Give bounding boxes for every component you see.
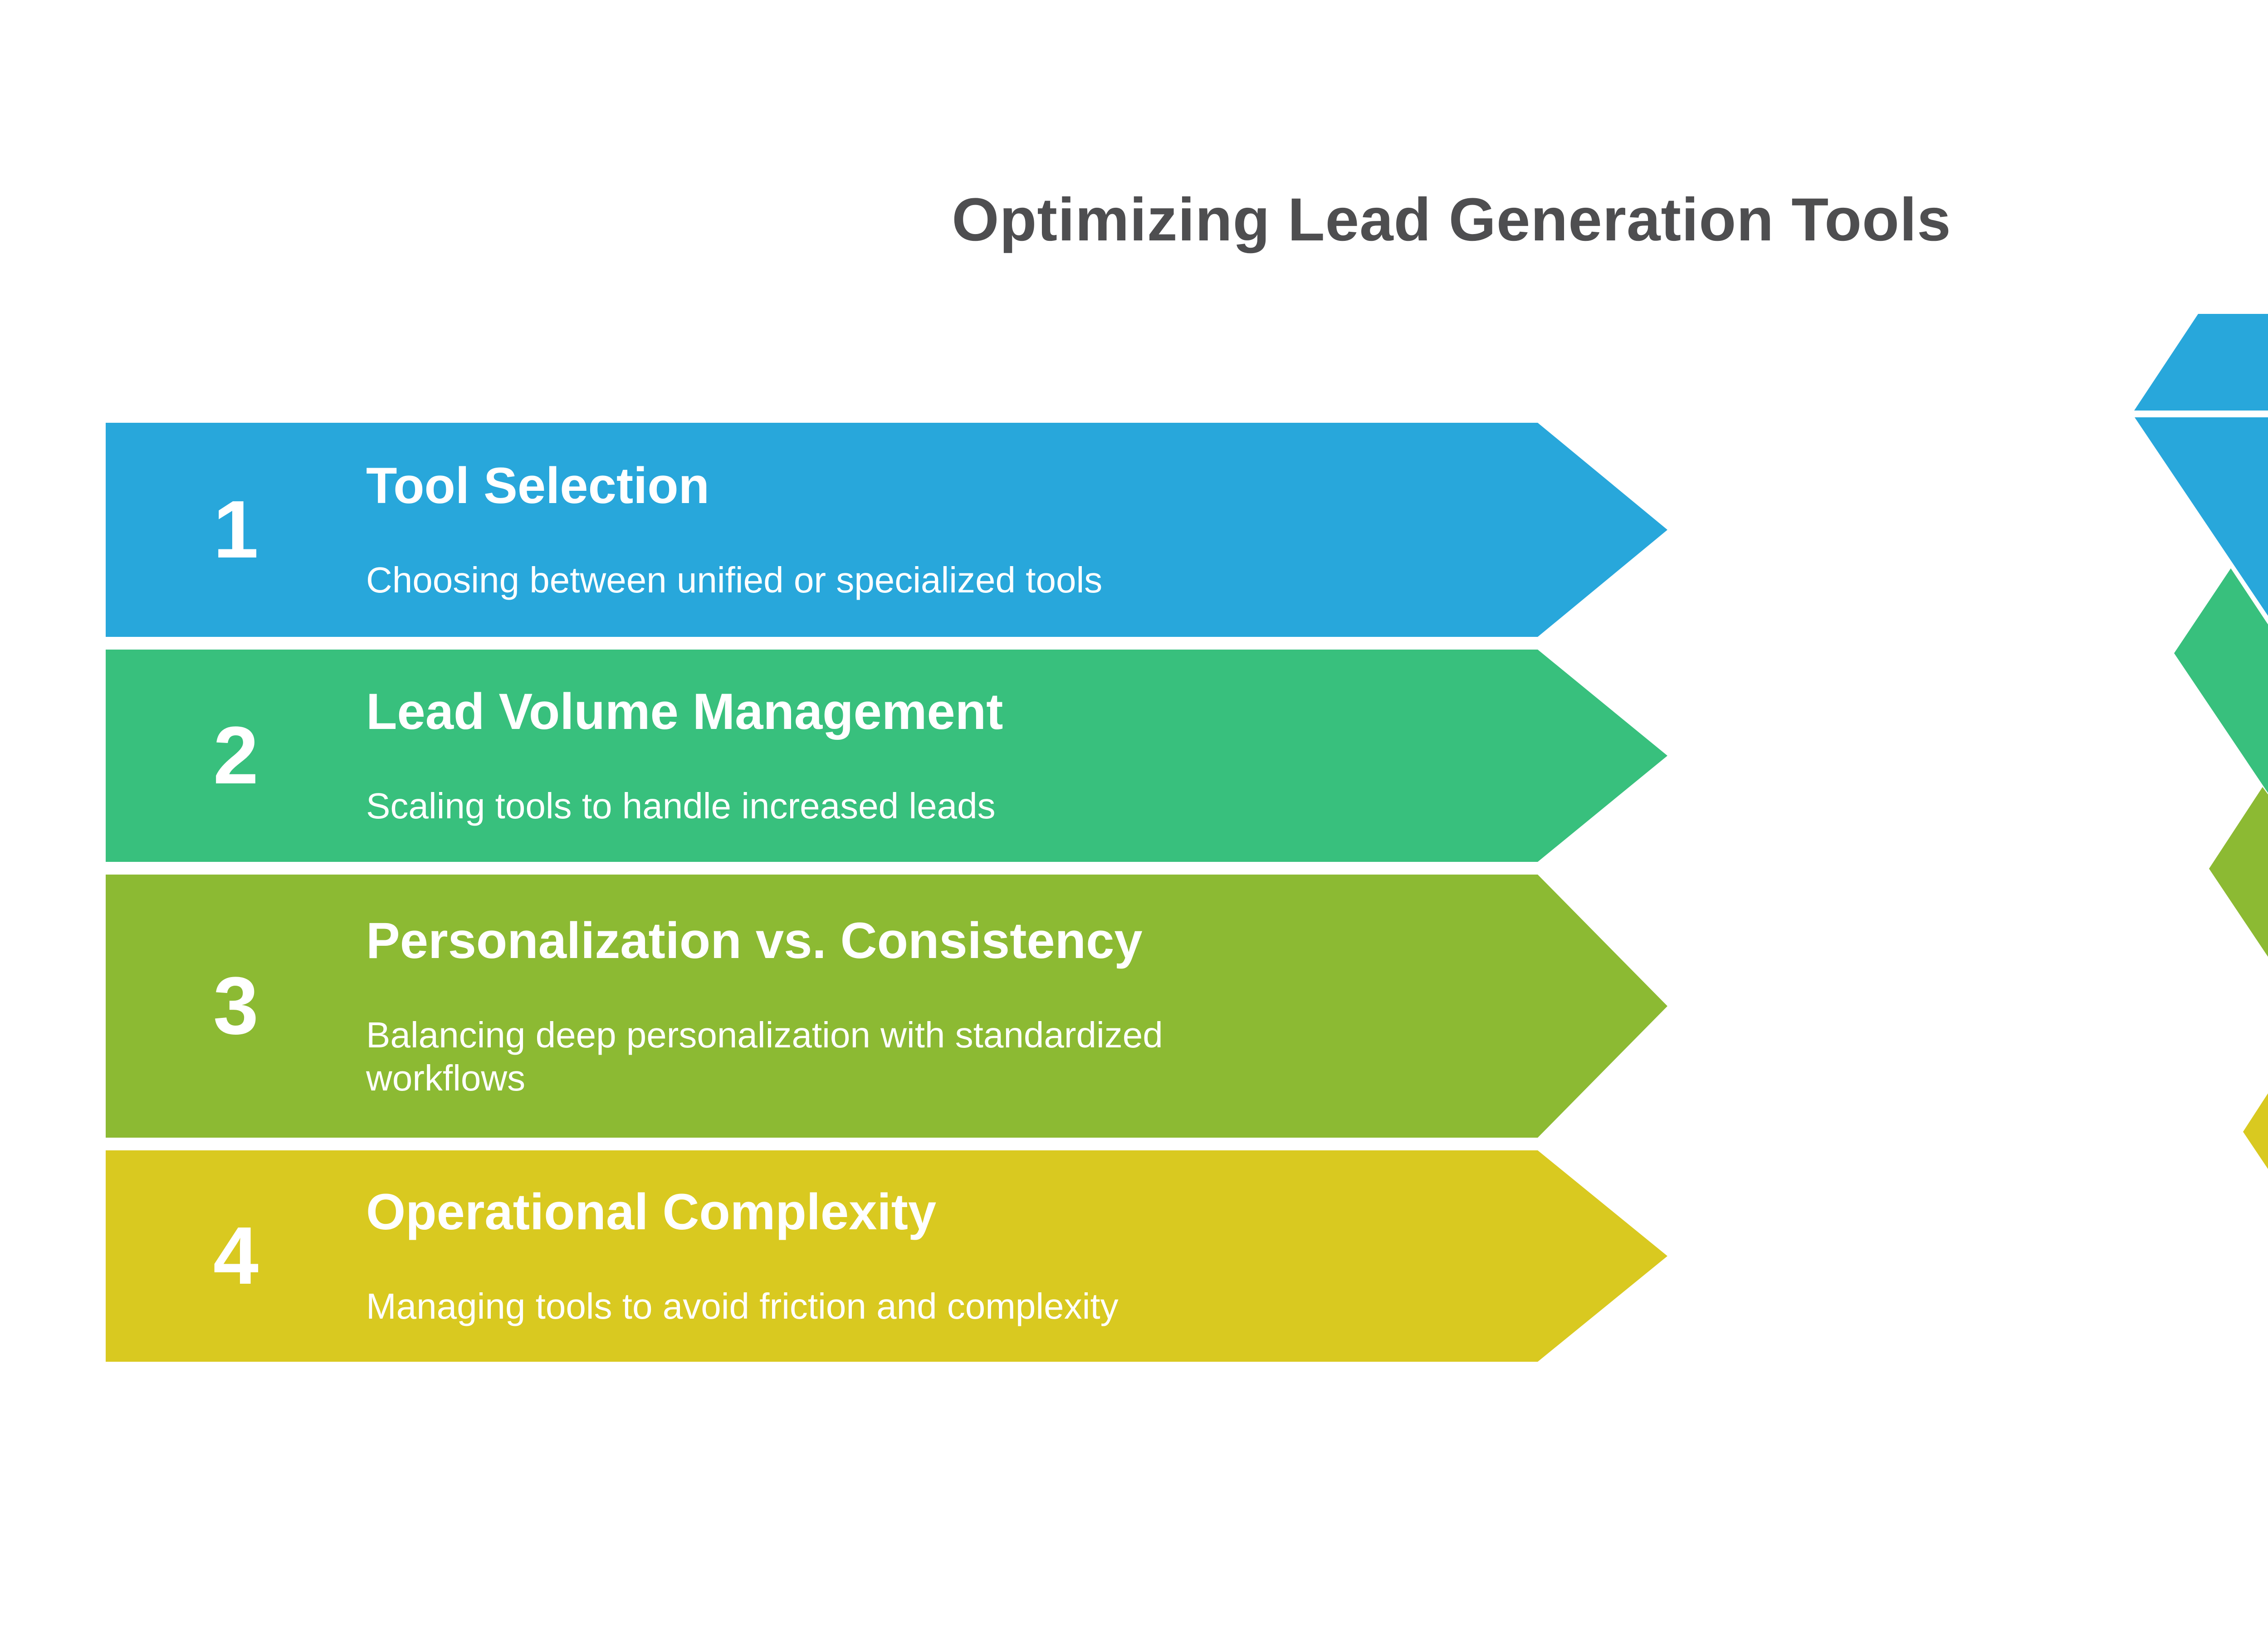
funnel-strip-olive — [2209, 869, 2268, 1125]
step-text-block: Personalization vs. Consistency Balancin… — [366, 913, 1446, 1100]
step-title: Lead Volume Management — [366, 683, 1003, 740]
step-text-block: Tool Selection Choosing between unified … — [366, 458, 1320, 602]
funnel-strip-blue-top — [2134, 314, 2268, 411]
step-band-4: 4 Operational Complexity Managing tools … — [106, 1150, 1667, 1362]
step-text-block: Lead Volume Management Scaling tools to … — [366, 684, 1221, 828]
step-band-2: 2 Lead Volume Management Scaling tools t… — [106, 650, 1667, 862]
funnel-fold-yellow — [2243, 1048, 2268, 1132]
funnel-strip-yellow — [2243, 1132, 2268, 1368]
step-description: Scaling tools to handle increased leads — [366, 786, 996, 826]
step-description: Managing tools to avoid friction and com… — [366, 1286, 1119, 1327]
step-title: Personalization vs. Consistency — [366, 912, 1143, 969]
step-number: 1 — [213, 484, 259, 575]
step-number: 4 — [213, 1210, 259, 1301]
step-number: 2 — [213, 710, 259, 801]
step-band-3: 3 Personalization vs. Consistency Balanc… — [106, 875, 1667, 1138]
step-title: Operational Complexity — [366, 1183, 937, 1241]
step-description: Choosing between unified or specialized … — [366, 560, 1103, 601]
step-text-block: Operational Complexity Managing tools to… — [366, 1184, 1336, 1328]
page-title: Optimizing Lead Generation Tools — [952, 186, 1951, 254]
step-number: 3 — [213, 960, 259, 1051]
step-description: Balancing deep personalization with stan… — [366, 1015, 1163, 1098]
funnel-fold-olive — [2209, 787, 2268, 869]
step-title: Tool Selection — [366, 457, 710, 514]
step-band-1: 1 Tool Selection Choosing between unifie… — [106, 423, 1667, 637]
